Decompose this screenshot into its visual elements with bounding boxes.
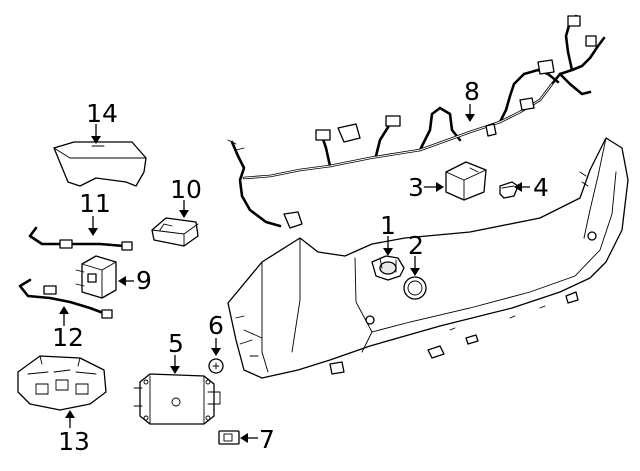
callout-4: 4: [533, 173, 549, 202]
sensor-cover[interactable]: [53, 141, 147, 187]
parking-sensor[interactable]: [371, 255, 405, 281]
callout-7: 7: [259, 425, 275, 454]
callout-11: 11: [79, 189, 111, 218]
fastener-nut[interactable]: [208, 358, 224, 374]
blind-spot-sensor[interactable]: [151, 217, 199, 247]
callout-2: 2: [408, 231, 424, 260]
radar-module[interactable]: [133, 373, 221, 425]
sensor-cable-lower[interactable]: [18, 278, 113, 319]
callout-3: 3: [408, 173, 424, 202]
callout-12: 12: [52, 323, 84, 352]
callout-10: 10: [170, 175, 202, 204]
control-module[interactable]: [445, 161, 487, 201]
callout-6: 6: [208, 311, 224, 340]
mounting-bracket[interactable]: [17, 355, 107, 411]
callout-13: 13: [58, 427, 90, 456]
wiring-harness[interactable]: [227, 14, 606, 229]
sensor-bracket[interactable]: [75, 255, 117, 299]
callout-5: 5: [168, 329, 184, 358]
leader-lines: [59, 104, 530, 443]
callout-9: 9: [136, 266, 152, 295]
callout-1: 1: [380, 211, 396, 240]
bumper-cover[interactable]: [227, 137, 629, 379]
module-bracket[interactable]: [499, 181, 519, 199]
callout-8: 8: [464, 77, 480, 106]
sensor-bezel[interactable]: [403, 276, 427, 300]
retaining-clip[interactable]: [218, 430, 240, 445]
callout-14: 14: [86, 99, 118, 128]
sensor-cable-upper[interactable]: [28, 226, 133, 251]
